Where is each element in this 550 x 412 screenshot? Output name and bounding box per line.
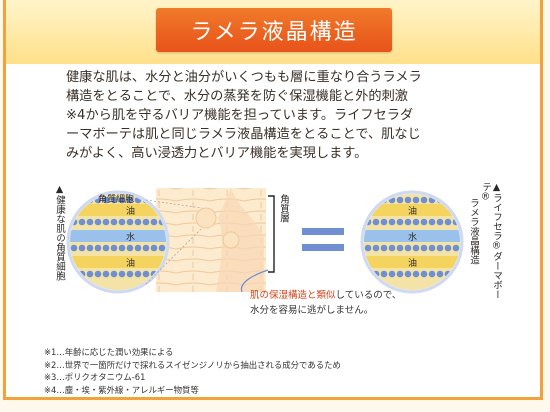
diagram-graphic: 角質細胞 油 水 油 bbox=[66, 188, 464, 294]
lamellar-layers-left bbox=[70, 194, 166, 290]
note-line2: 水分を容易に逃がしません。 bbox=[250, 305, 374, 316]
description-line: ※4から肌を守るバリア機能を担っています。ライフセラダ bbox=[66, 108, 414, 123]
healthy-skin-label: ▲健康な肌の角質細胞 bbox=[54, 184, 65, 281]
oil-label-right: 油 bbox=[408, 205, 417, 217]
stratum-label: 角質層 bbox=[278, 194, 289, 223]
footnote: ※1…年齢に応じた潤い効果による bbox=[44, 347, 174, 357]
water-label-left: 水 bbox=[126, 231, 135, 243]
description-line: ーマボーテは肌と同じラメラ液晶構造をとることで、肌なじ bbox=[66, 127, 421, 142]
note-highlight: 肌の保湿構造と類似 bbox=[250, 290, 336, 301]
lamellar-diagram: ▲健康な肌の角質細胞 bbox=[6, 178, 540, 328]
footnote: ※3…ポリクオタニウム-61 bbox=[44, 372, 146, 383]
connector-line bbox=[145, 199, 203, 209]
water-label-right: 水 bbox=[408, 231, 417, 243]
note-arrow bbox=[240, 269, 269, 293]
lamellar-label: ラメラ液晶構造 bbox=[468, 198, 479, 265]
description-line: 構造をとることで、水分の蒸発を防ぐ保湿機能と外的刺激 bbox=[66, 89, 408, 104]
footnote: ※4…塵・埃・紫外線・アレルギー物質等 bbox=[44, 384, 199, 395]
stratum-bracket bbox=[268, 195, 275, 273]
note-rest: しているので、 bbox=[335, 290, 402, 301]
equal-sign bbox=[302, 228, 344, 251]
footnote: ※2…世界で一箇所だけで採れるスイゼンジノリから抽出される成分であるため bbox=[44, 359, 341, 370]
description-line: 健康な肌は、水分と油分がいくつもも層に重なり合うラメラ bbox=[66, 70, 422, 85]
description-line: みがよく、高い浸透力とバリア機能を実現します。 bbox=[66, 146, 368, 161]
oil-label-left: 油 bbox=[126, 205, 135, 217]
moisture-note: 肌の保湿構造と類似しているので、 水分を容易に逃がしません。 bbox=[250, 288, 401, 318]
skin-layers bbox=[156, 188, 266, 292]
oil-label-right-2: 油 bbox=[408, 257, 417, 269]
description-text: 健康な肌は、水分と油分がいくつもも層に重なり合うラメラ 構造をとることで、水分の… bbox=[66, 68, 496, 163]
section-title: ラメラ液晶構造 bbox=[156, 8, 392, 52]
oil-label-left-2: 油 bbox=[126, 257, 135, 269]
product-label: ▲ライフセラ®ダーマボーテ® bbox=[480, 182, 502, 299]
corneocyte-label: 角質細胞 bbox=[98, 193, 134, 205]
connector-line bbox=[145, 227, 203, 285]
feature-panel: ラメラ液晶構造 健康な肌は、水分と油分がいくつもも層に重なり合うラメラ 構造をと… bbox=[3, 0, 543, 400]
footnotes: ※1…年齢に応じた潤い効果による ※2…世界で一箇所だけで採れるスイゼンジノリか… bbox=[44, 346, 341, 396]
